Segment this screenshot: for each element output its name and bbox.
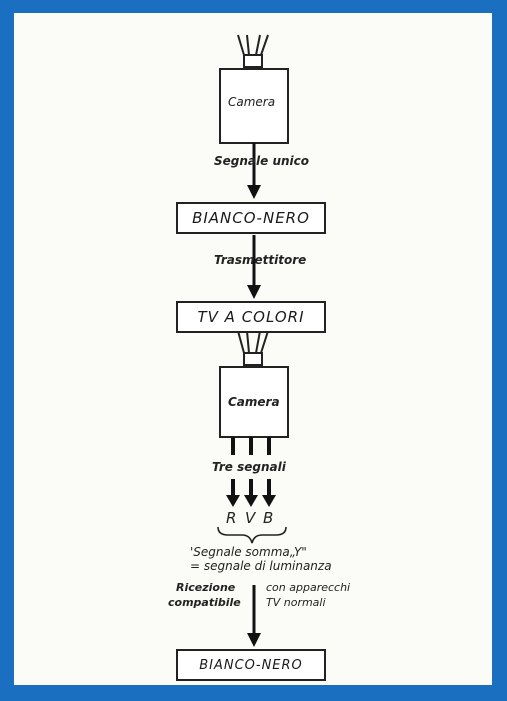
sum-brace (217, 526, 287, 544)
camera-output-stubs (231, 437, 271, 455)
sum-signal-line2: = segnale di luminanza (190, 559, 332, 573)
diagram-panel: Camera Segnale unico BIANCO-NERO Trasmet… (14, 13, 492, 685)
rgb-label-r: R (226, 509, 237, 527)
reception-right-line2: TV normali (266, 596, 326, 609)
rgb-arrows (226, 479, 276, 507)
reception-left-line2: compatibile (168, 596, 241, 609)
single-signal-label: Segnale unico (214, 154, 309, 168)
arrow-bw-to-color (247, 235, 261, 299)
arrow-camera-to-bw (247, 143, 261, 199)
bw-box-bottom-label: BIANCO-NERO (199, 657, 303, 673)
bottom-camera-label: Camera (228, 395, 280, 409)
bw-box-top-label: BIANCO-NERO (192, 209, 310, 227)
bottom-camera-icon (219, 330, 289, 438)
transmitter-label: Trasmettitore (214, 253, 307, 267)
rgb-label-b: B (263, 509, 274, 527)
sum-signal-line1: 'Segnale somma„Y" (190, 545, 307, 559)
bw-box-bottom: BIANCO-NERO (176, 649, 326, 681)
reception-right-line1: con apparecchi (266, 581, 351, 594)
bw-box-top: BIANCO-NERO (176, 202, 326, 234)
top-camera-icon (219, 34, 289, 144)
color-tv-box-label: TV A COLORI (197, 308, 305, 326)
rgb-label-v: V (245, 509, 256, 527)
diagram-graphics (217, 34, 289, 647)
reception-left-line1: Ricezione (176, 581, 236, 594)
arrow-to-final-bw (247, 585, 261, 647)
top-camera-label: Camera (228, 95, 276, 109)
three-signals-label: Tre segnali (212, 460, 286, 474)
color-tv-box: TV A COLORI (176, 301, 326, 333)
